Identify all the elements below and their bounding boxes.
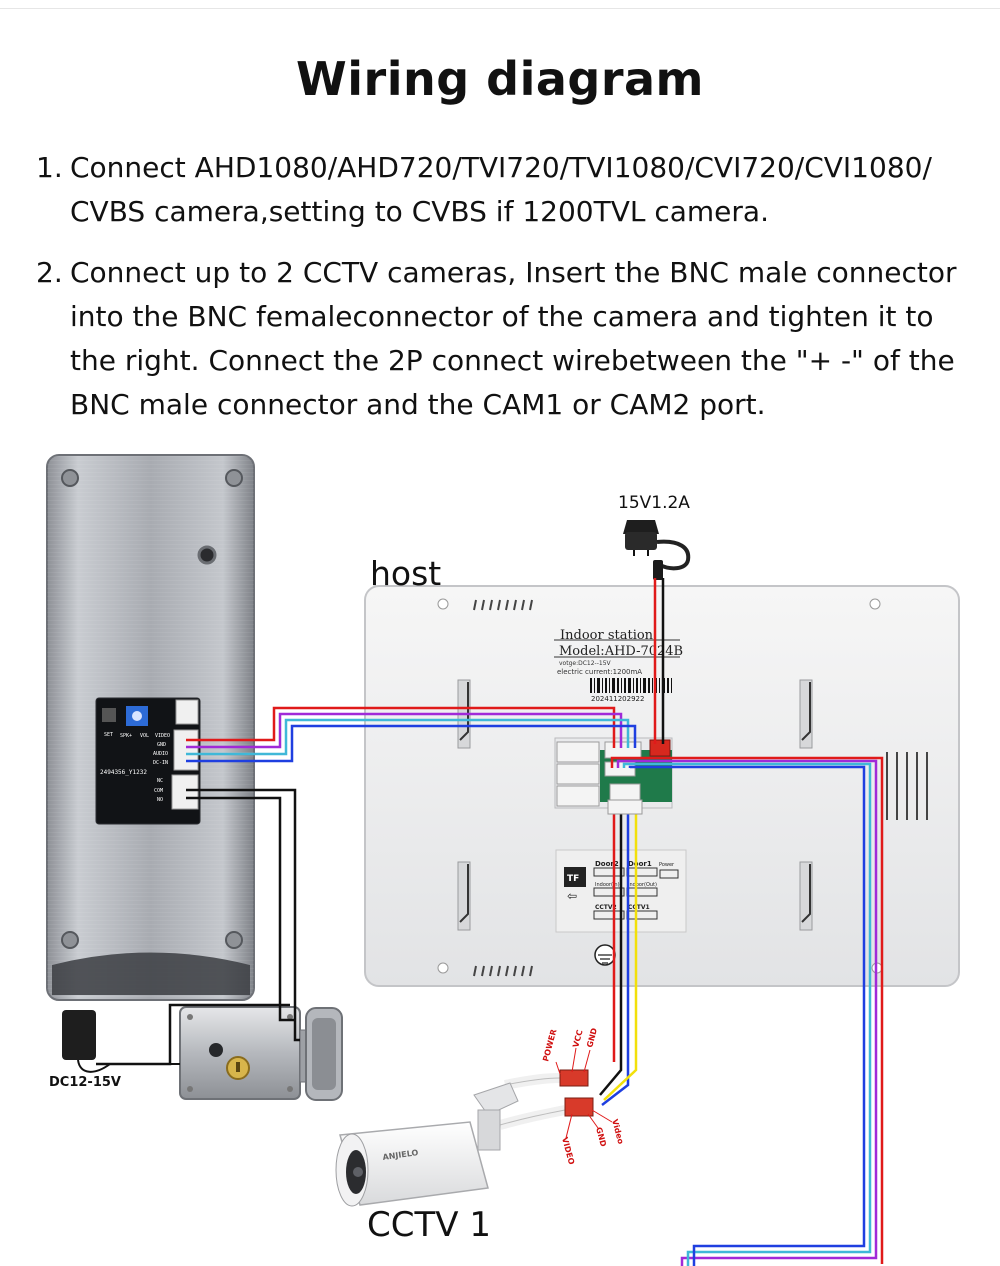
step-text: Connect AHD1080/AHD720/TVI720/TVI1080/CV… (70, 146, 976, 234)
instruction-step-2: 2. Connect up to 2 CCTV cameras, Insert … (36, 251, 976, 427)
door2-label: Door2 (595, 860, 619, 868)
pin-label: VIDEO (155, 733, 170, 739)
step-line: CVBS camera,setting to CVBS if 1200TVL c… (70, 195, 769, 228)
door1-label: Door1 (628, 860, 652, 868)
pin-label: AUDIO (153, 751, 168, 757)
screw-icon (437, 598, 449, 610)
outdoor-lock-wires (96, 788, 300, 1066)
cctv-camera: ANJIELO (335, 1082, 519, 1207)
power-adapter (623, 520, 691, 580)
camera-label: CCTV 1 (367, 1205, 491, 1245)
pin-label: SET (104, 732, 113, 738)
power-label: Power (659, 862, 675, 868)
outdoor-host-wires (186, 706, 637, 763)
step-line: the right. Connect the 2P connect wirebe… (70, 344, 955, 377)
lock-hole-icon (209, 1043, 223, 1057)
wire-label-gnd-2: GND (594, 1126, 608, 1148)
board-model: 2494356_Y1232 (100, 769, 147, 776)
instruction-step-1: 1. Connect AHD1080/AHD720/TVI720/TVI1080… (36, 146, 976, 234)
wire-label-video-2: Video (610, 1118, 625, 1145)
step-text: Connect up to 2 CCTV cameras, Insert the… (70, 251, 976, 427)
screw-icon (225, 469, 243, 487)
top-divider (0, 8, 1000, 9)
host-unit: Indoor station Model:AHD-7024B votge:DC1… (364, 585, 960, 987)
pin-label: COM (154, 788, 163, 794)
screw-icon (437, 962, 449, 974)
speaker-grille (886, 752, 928, 820)
tf-card-icon (564, 867, 586, 887)
host-port-connectors (556, 741, 642, 807)
step-line: Connect AHD1080/AHD720/TVI720/TVI1080/CV… (70, 151, 932, 184)
cctv1-wires (599, 812, 638, 1106)
sticker-title: Indoor station (560, 628, 654, 643)
cctv1-label: CCTV1 (628, 904, 650, 911)
arrow-left-icon: ⇦ (567, 889, 577, 903)
screw-icon (225, 931, 243, 949)
wire-label-gnd: GND (585, 1027, 599, 1049)
lens-hole-icon (197, 545, 217, 565)
electric-lock (179, 1006, 343, 1101)
sticker-voltage: votge:DC12--15V (559, 660, 612, 667)
indoor-out-label: Indoor(Out) (628, 882, 657, 888)
step-line: into the BNC femaleconnector of the came… (70, 300, 934, 333)
pin-label: NO (157, 797, 163, 803)
tf-label: TF (567, 874, 579, 884)
cctv2-wires (610, 756, 884, 1266)
power-port (649, 739, 671, 757)
pin-label: VOL (140, 733, 149, 739)
step-line: Connect up to 2 CCTV cameras, Insert the… (70, 256, 957, 289)
pin-label: SPK+ (120, 733, 132, 739)
cctv2-label: CCTV2 (595, 904, 617, 911)
vent-slots (473, 599, 533, 977)
power-wires (653, 578, 665, 744)
wire-label-video: VIDEO (560, 1136, 576, 1166)
power-supply-label: 15V1.2A (618, 493, 690, 513)
step-number: 1. (36, 151, 63, 184)
indoor-in-label: Indoor(In) (595, 882, 620, 888)
screw-icon (61, 469, 79, 487)
pin-label: GND (157, 742, 166, 748)
wire-label-power: POWER (541, 1028, 558, 1062)
pin-label: DC-IN (153, 760, 168, 766)
step-number: 2. (36, 256, 63, 289)
sticker-current: electric current:1200mA (557, 668, 642, 676)
sticker-model: Model:AHD-7024B (559, 644, 683, 659)
wire-label-vcc: VCC (571, 1029, 584, 1049)
cctv1-plug (607, 799, 643, 815)
step-line: BNC male connector and the CAM1 or CAM2 … (70, 388, 766, 421)
barcode (590, 678, 672, 693)
screw-icon (869, 598, 881, 610)
instruction-list: 1. Connect AHD1080/AHD720/TVI720/TVI1080… (36, 146, 976, 444)
lock-power-adapter (62, 1010, 180, 1073)
host-label: host (370, 554, 442, 593)
page-title: Wiring diagram (296, 52, 704, 106)
model-sticker: Indoor station Model:AHD-7024B votge:DC1… (554, 628, 683, 703)
lock-power-label: DC12-15V (49, 1075, 121, 1090)
pin-label: NC (157, 778, 163, 784)
outdoor-unit: SET SPK+ VOL VIDEO GND AUDIO DC-IN NC CO… (46, 454, 255, 1001)
screw-icon (61, 931, 79, 949)
serial-number: 202411202922 (591, 695, 644, 703)
